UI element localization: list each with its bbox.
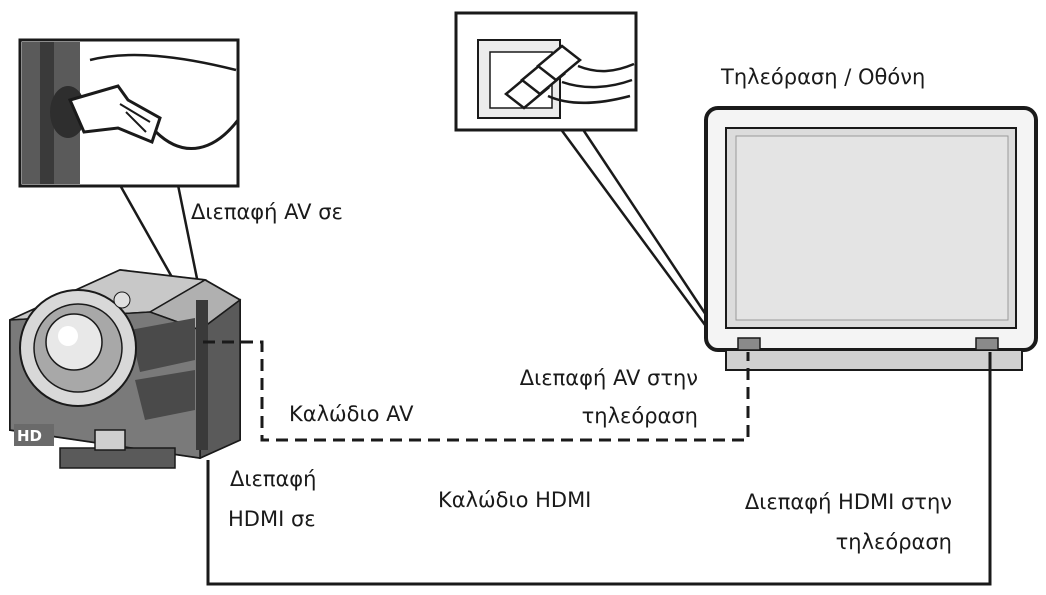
tv-av-port-label-line2: τηλεόραση [581,404,698,428]
av-cable-line [203,340,750,442]
tv-callout-lines [558,127,730,349]
tv-hdmi-port-label: Διεπαφή HDMI στην τηλεόραση [682,489,952,555]
camera-hdmi-port-label: Διεπαφή HDMI σε [228,466,316,532]
tv-monitor-icon [704,106,1038,371]
av-plug-closeup-icon [18,38,240,188]
hdmi-cable-label: Καλώδιο HDMI [438,488,592,512]
rca-plugs-closeup-icon [454,11,638,132]
tv-av-port-label-line1: Διεπαφή AV στην [519,366,698,390]
camera-hdmi-port-label-line1: Διεπαφή [230,467,317,491]
camera-hd-badge: HD [17,427,42,445]
hdmi-cable-line [206,352,992,586]
camera-av-port-label: Διεπαφή AV σε [191,200,343,224]
tv-title-label: Τηλεόραση / Οθόνη [721,65,926,89]
tv-hdmi-port-label-line1: Διεπαφή HDMI στην [744,490,952,514]
projector-camera-icon: HD [9,268,242,469]
tv-av-port-label: Διεπαφή AV στην τηλεόραση [468,365,698,429]
tv-hdmi-port-label-line2: τηλεόραση [835,530,952,554]
camera-hdmi-port-label-line2: HDMI σε [228,507,316,531]
av-cable-label: Καλώδιο AV [289,402,414,426]
